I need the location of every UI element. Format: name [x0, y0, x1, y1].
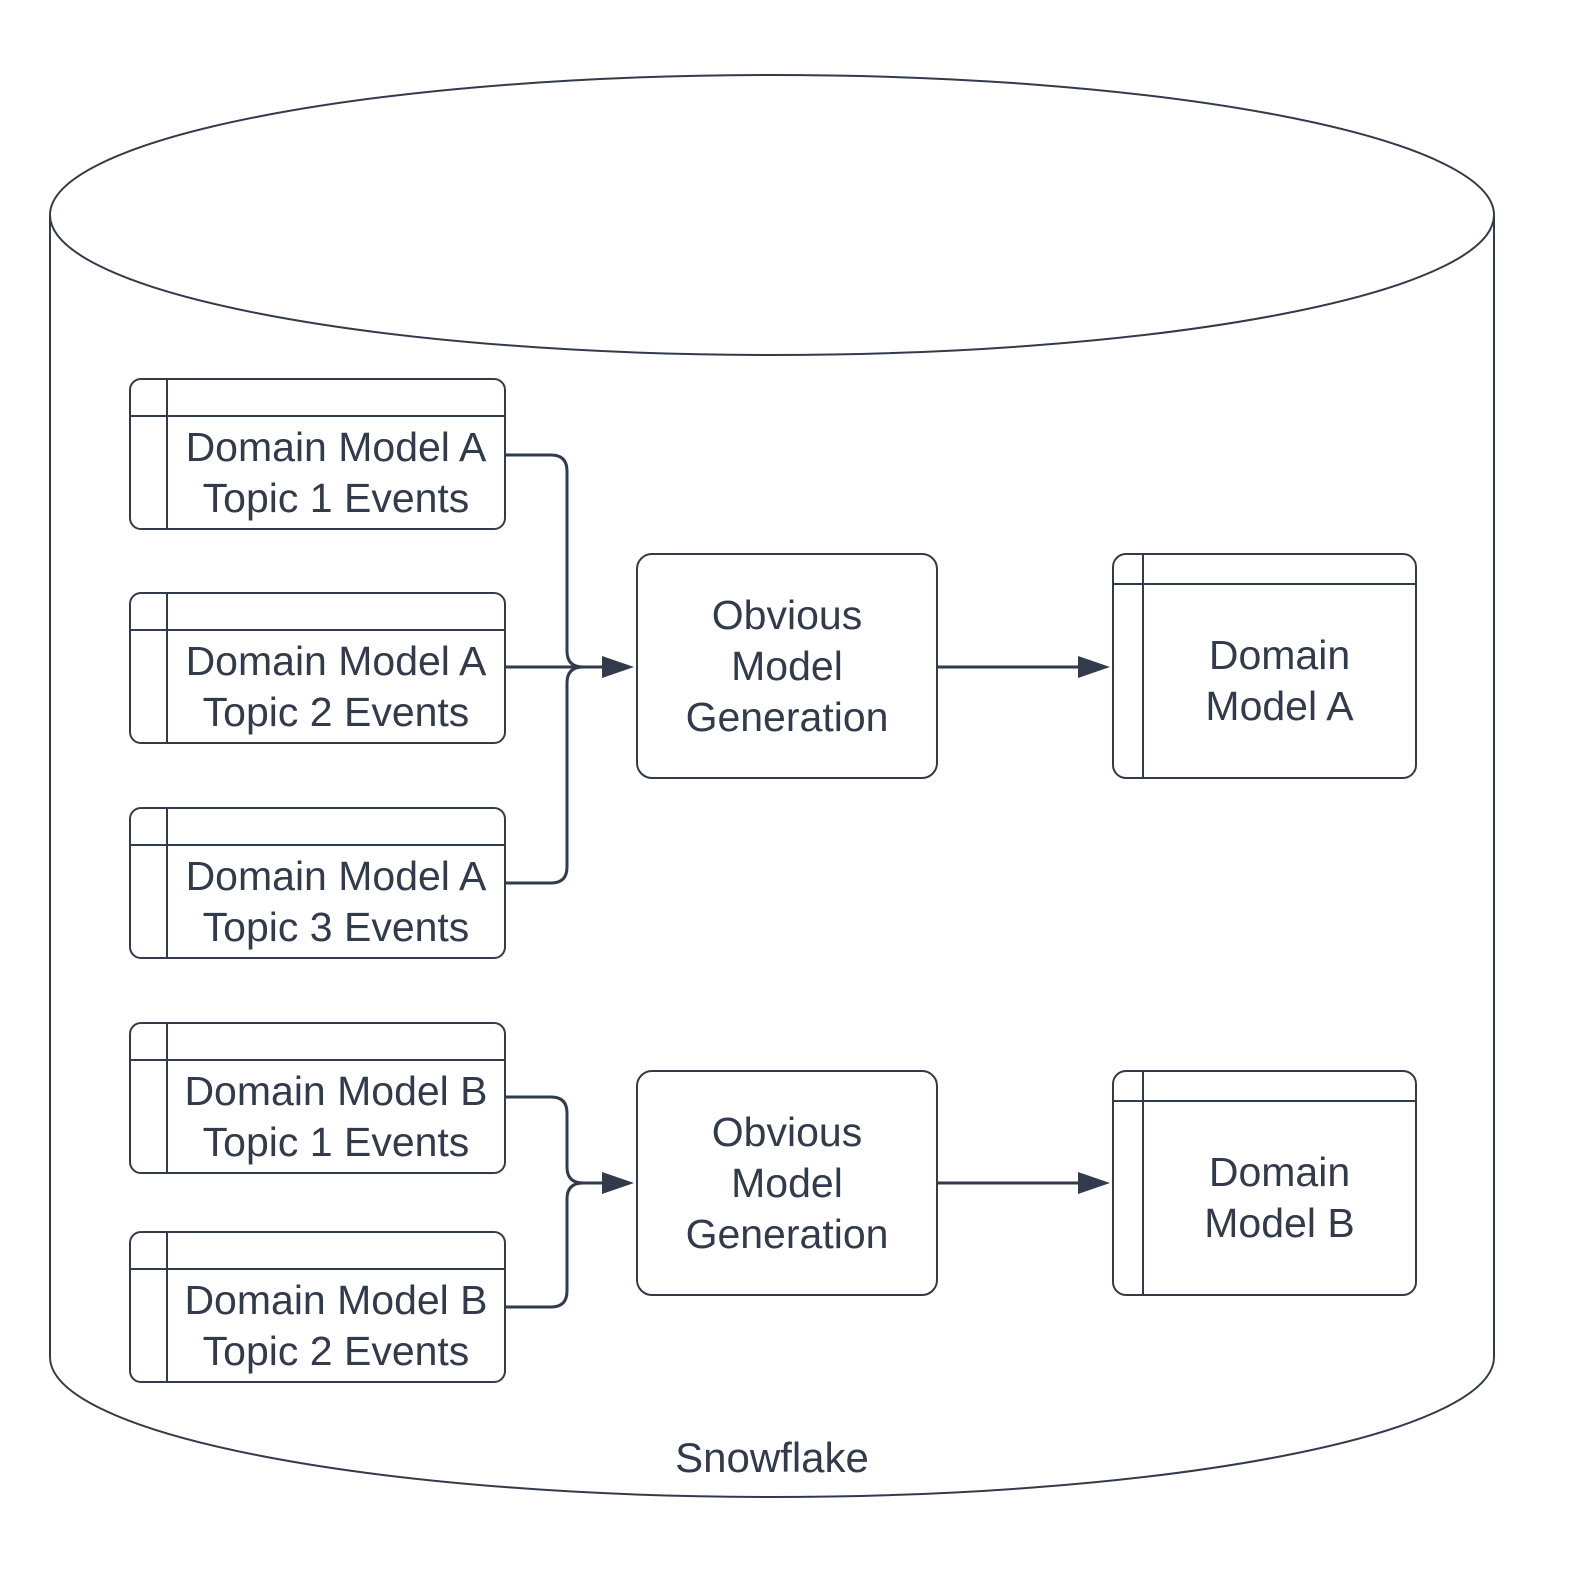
table-domain-model-a-topic-1-events: Domain Model A Topic 1 Events — [129, 378, 506, 530]
process-obvious-model-generation-a: Obvious Model Generation — [636, 553, 938, 779]
table-label: Domain Model B Topic 1 Events — [184, 1067, 488, 1165]
arrowhead-into-model-a — [1078, 656, 1110, 678]
table-domain-model-b: Domain Model B — [1112, 1070, 1417, 1296]
table-domain-model-a-topic-3-events: Domain Model A Topic 3 Events — [129, 807, 506, 959]
connector-topic-a3-to-generation — [506, 665, 584, 885]
table-domain-model-b-topic-2-events: Domain Model B Topic 2 Events — [129, 1231, 506, 1383]
table-label: Domain Model B — [1204, 1149, 1355, 1246]
table-label: Domain Model A Topic 2 Events — [185, 637, 487, 735]
process-obvious-model-generation-b: Obvious Model Generation — [636, 1070, 938, 1296]
table-label: Domain Model A Topic 3 Events — [185, 852, 487, 950]
connector-topic-a1-to-generation — [506, 453, 602, 669]
table-label: Domain Model B Topic 2 Events — [184, 1276, 488, 1374]
cylinder-top-ellipse — [49, 74, 1495, 356]
cylinder-bottom-arc — [49, 1356, 1495, 1498]
connector-topic-b2-to-generation — [506, 1181, 584, 1309]
process-label: Obvious Model Generation — [685, 1108, 889, 1257]
table-domain-model-a-topic-2-events: Domain Model A Topic 2 Events — [129, 592, 506, 744]
process-label: Obvious Model Generation — [685, 591, 889, 740]
table-domain-model-a: Domain Model A — [1112, 553, 1417, 779]
arrowhead-into-model-b — [1078, 1172, 1110, 1194]
table-label: Domain Model A — [1205, 632, 1354, 729]
cylinder-label: Snowflake — [675, 1434, 869, 1481]
arrowhead-into-generation-a — [602, 656, 634, 678]
connector-topic-b1-to-generation — [506, 1095, 602, 1185]
table-label: Domain Model A Topic 1 Events — [185, 423, 487, 521]
arrowhead-into-generation-b — [602, 1172, 634, 1194]
table-domain-model-b-topic-1-events: Domain Model B Topic 1 Events — [129, 1022, 506, 1174]
